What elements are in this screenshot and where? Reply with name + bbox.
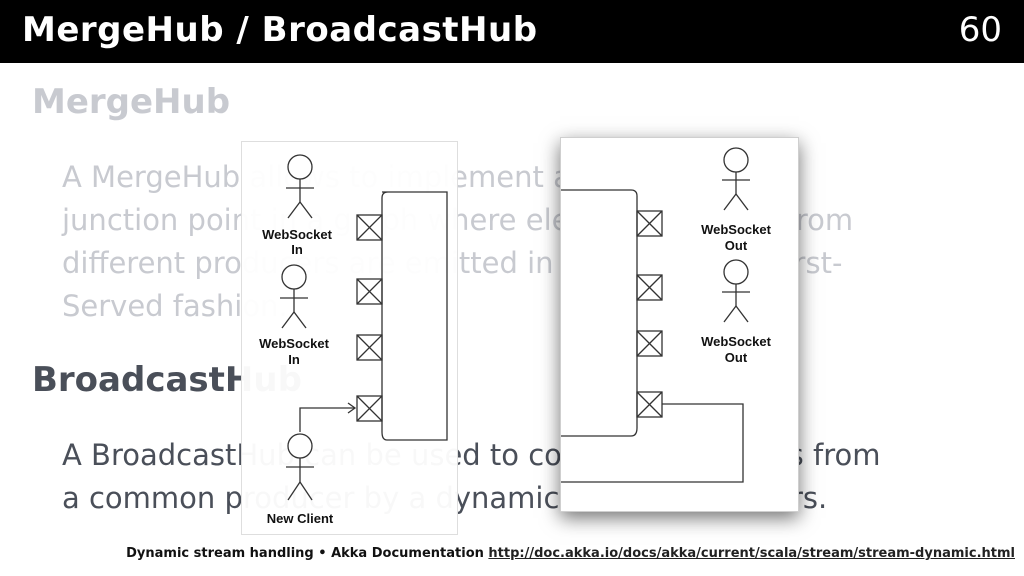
hub-port-icon xyxy=(636,274,663,301)
stick-figure-icon xyxy=(286,154,314,219)
slide-header: MergeHub / BroadcastHub 60 xyxy=(0,0,1024,63)
mergehub-description: A MergeHub allows to implement a dynamic… xyxy=(62,156,962,328)
slide-title: MergeHub / BroadcastHub xyxy=(22,10,538,50)
broadcasthub-line: a common producer by a dynamic set of co… xyxy=(62,481,827,515)
hub-port-icon xyxy=(636,330,663,357)
websocket-in-label: WebSocket xyxy=(259,336,330,351)
websocket-in-sublabel: In xyxy=(288,352,300,367)
hub-port-icon xyxy=(636,210,663,237)
hub-port-icon xyxy=(636,391,663,418)
source-link[interactable]: http://doc.akka.io/docs/akka/current/sca… xyxy=(488,546,1015,561)
mergehub-diagram: WebSocket In WebSocket In New Client xyxy=(241,141,458,535)
websocket-out-sublabel: Out xyxy=(725,350,748,365)
broadcasthub-description: A BroadcastHub can be used to consume el… xyxy=(62,434,1012,520)
hub-port-icon xyxy=(356,214,383,241)
mergehub-line: Served fashion. xyxy=(62,289,288,323)
stick-figure-icon xyxy=(722,259,750,323)
source-citation: Dynamic stream handling • Akka Documenta… xyxy=(0,546,1015,561)
new-client-label: New Client xyxy=(267,511,334,526)
broadcasthub-diagram-svg: WebSocket Out WebSocket Out xyxy=(561,147,772,483)
hub-port-icon xyxy=(356,395,383,422)
websocket-out-sublabel: Out xyxy=(725,238,748,253)
mergehub-line: different producers are emitted in a Fir… xyxy=(62,246,842,280)
mergehub-heading: MergeHub xyxy=(32,82,231,122)
stick-figure-icon xyxy=(286,433,314,501)
mergehub-diagram-svg: WebSocket In WebSocket In New Client xyxy=(259,154,448,526)
websocket-in-label: WebSocket xyxy=(262,227,333,242)
stick-figure-icon xyxy=(280,264,308,329)
mergehub-line: A MergeHub allows to implement a dynamic… xyxy=(62,160,797,194)
hub-port-icon xyxy=(356,278,383,305)
broadcasthub-diagram: WebSocket Out WebSocket Out xyxy=(560,137,799,512)
websocket-in-sublabel: In xyxy=(291,242,303,257)
mergehub-line: junction point in a graph where elements… xyxy=(62,203,854,237)
page-number: 60 xyxy=(958,10,1002,50)
hub-port-icon xyxy=(356,334,383,361)
websocket-out-label: WebSocket xyxy=(701,334,772,349)
source-text: Dynamic stream handling • Akka Documenta… xyxy=(126,546,484,561)
broadcasthub-line: A BroadcastHub can be used to consume el… xyxy=(62,438,881,472)
websocket-out-label: WebSocket xyxy=(701,222,772,237)
stick-figure-icon xyxy=(722,147,750,211)
